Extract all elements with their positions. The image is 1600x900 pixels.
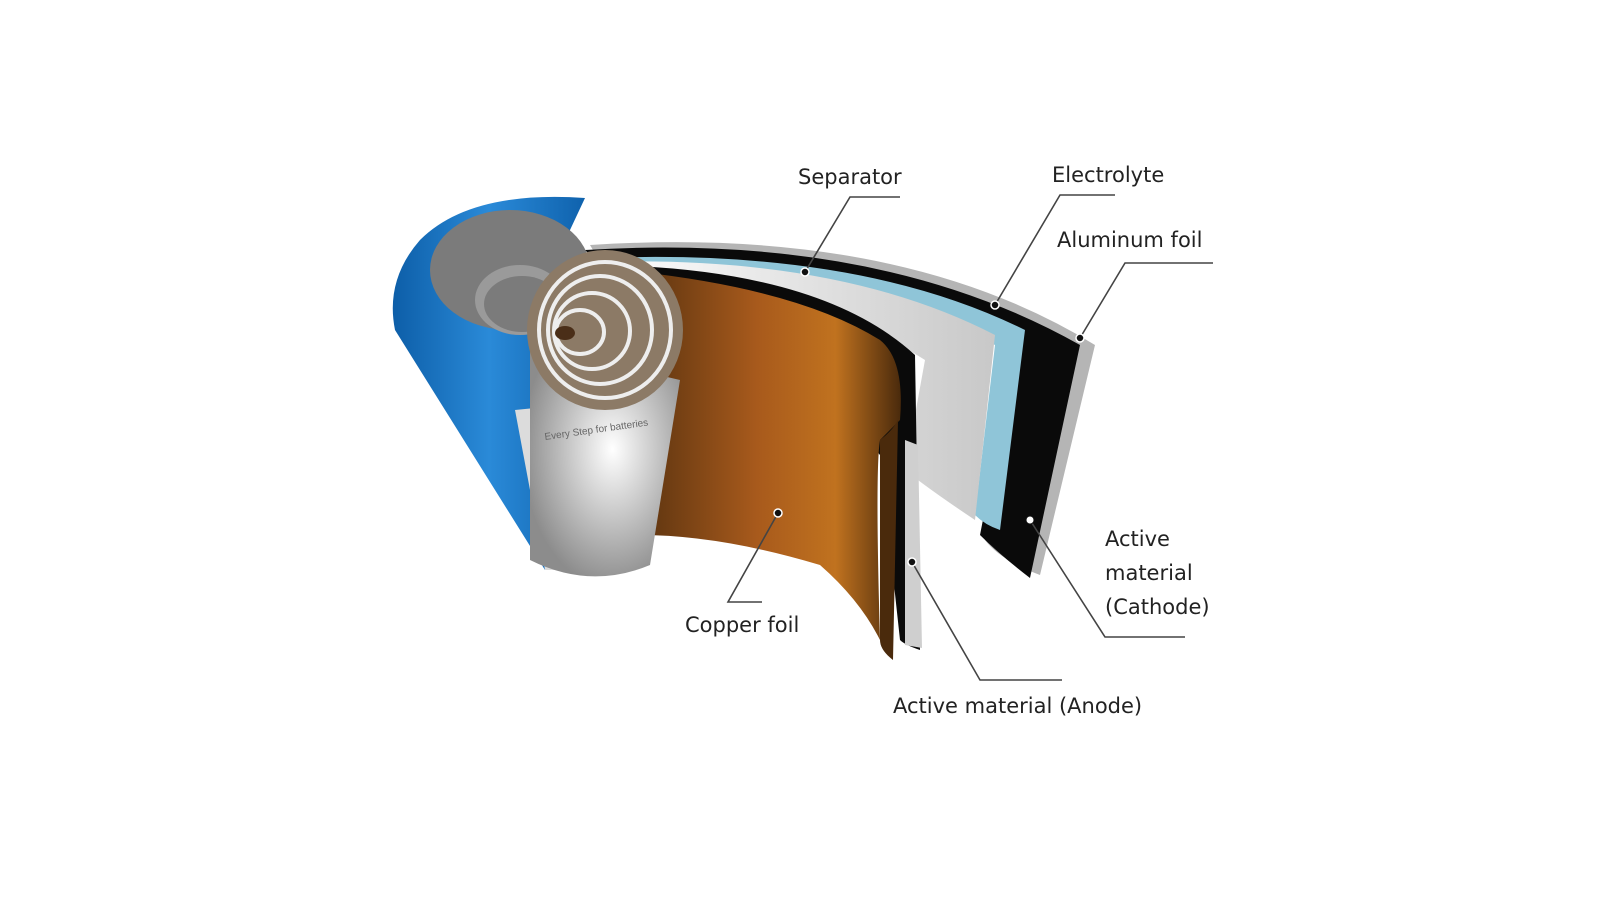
copper-foil-layer: [640, 272, 901, 660]
jelly-roll: Every Step for batteries: [527, 250, 683, 577]
label-cathode-1: Active: [1105, 527, 1170, 551]
label-aluminum-foil: Aluminum foil: [1057, 228, 1202, 252]
label-anode: Active material (Anode): [893, 694, 1142, 718]
electrolyte-layer: [600, 256, 1025, 530]
label-cathode-2: material: [1105, 561, 1193, 585]
label-cathode-3: (Cathode): [1105, 595, 1210, 619]
leader-lines: [726, 194, 1213, 681]
label-electrolyte: Electrolyte: [1052, 163, 1164, 187]
separator-layer: [600, 261, 995, 520]
label-copper-foil: Copper foil: [685, 613, 799, 637]
cathode-active-material-layer: [585, 247, 1080, 578]
label-separator: Separator: [798, 165, 902, 189]
